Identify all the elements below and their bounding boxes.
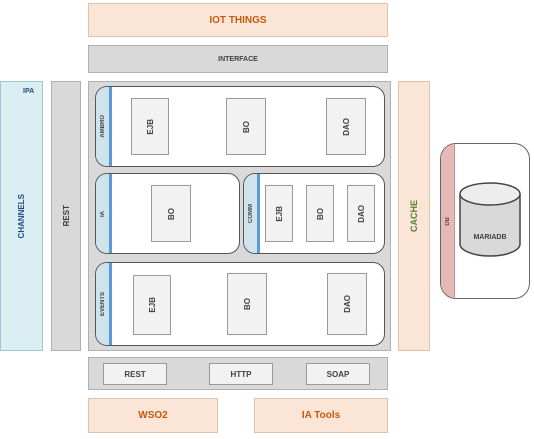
wso2-layer: WSO2 bbox=[88, 398, 218, 433]
ia-stripe bbox=[96, 174, 112, 253]
ambro-stripe bbox=[96, 87, 112, 166]
protocol-soap-box: SOAP bbox=[306, 363, 370, 385]
channels-column: IPA CHANNELS bbox=[0, 81, 43, 351]
ambro-ejb-label: EJB bbox=[145, 118, 155, 135]
channels-label: CHANNELS bbox=[17, 193, 26, 239]
protocol-layer: REST HTTP SOAP bbox=[88, 357, 388, 390]
protocol-http-label: HTTP bbox=[230, 369, 252, 379]
ia-label: IA bbox=[99, 210, 106, 217]
events-bo-label: BO bbox=[242, 298, 252, 310]
events-dao-label: DAO bbox=[342, 295, 352, 313]
interface-label: INTERFACE bbox=[218, 55, 258, 63]
comm-group: COMM EJB BO DAO bbox=[243, 173, 385, 254]
ia-group: IA BO bbox=[95, 173, 240, 254]
database-cylinder-icon bbox=[459, 182, 521, 257]
protocol-http-box: HTTP bbox=[209, 363, 273, 385]
comm-label: COMM bbox=[247, 204, 254, 223]
events-label: EVENTS bbox=[99, 291, 106, 316]
protocol-rest-label: REST bbox=[124, 369, 146, 379]
events-group: EVENTS EJB BO DAO bbox=[95, 262, 385, 346]
ipa-label: IPA bbox=[23, 88, 35, 95]
ia-bo-box: BO bbox=[151, 185, 191, 242]
events-dao-box: DAO bbox=[327, 273, 367, 335]
rest-column-label: REST bbox=[61, 205, 71, 227]
events-ejb-label: EJB bbox=[147, 297, 157, 313]
events-stripe bbox=[96, 263, 112, 345]
comm-bo-box: BO bbox=[306, 185, 334, 242]
comm-stripe bbox=[244, 174, 260, 253]
cache-label: CACHE bbox=[409, 199, 419, 232]
ambro-dao-label: DAO bbox=[341, 117, 351, 136]
ia-tools-layer: IA Tools bbox=[254, 398, 388, 433]
wso2-label: WSO2 bbox=[138, 410, 168, 421]
comm-dao-label: DAO bbox=[356, 204, 366, 223]
ambro-label: AMBRO bbox=[99, 115, 106, 138]
ambro-group: AMBRO EJB BO DAO bbox=[95, 86, 385, 167]
comm-ejb-box: EJB bbox=[265, 185, 293, 242]
iot-things-label: IOT THINGS bbox=[209, 14, 267, 26]
rest-column: REST bbox=[51, 81, 81, 351]
mariadb-label: MARIADB bbox=[473, 233, 507, 241]
ia-tools-label: IA Tools bbox=[301, 410, 341, 421]
ambro-dao-box: DAO bbox=[326, 98, 366, 155]
events-bo-box: BO bbox=[227, 273, 267, 335]
comm-ejb-label: EJB bbox=[274, 205, 284, 222]
db-label: DB bbox=[445, 216, 451, 226]
db-stripe bbox=[441, 144, 455, 298]
ia-bo-label: BO bbox=[166, 207, 176, 220]
comm-bo-label: BO bbox=[315, 207, 325, 220]
ambro-ejb-box: EJB bbox=[131, 98, 169, 155]
protocol-rest-box: REST bbox=[103, 363, 167, 385]
interface-layer: INTERFACE bbox=[88, 45, 388, 73]
events-ejb-box: EJB bbox=[133, 275, 171, 335]
ambro-bo-label: BO bbox=[241, 120, 251, 133]
cache-column: CACHE bbox=[398, 81, 430, 351]
iot-things-layer: IOT THINGS bbox=[88, 3, 388, 37]
db-group: DB MARIADB bbox=[440, 143, 530, 299]
comm-dao-box: DAO bbox=[347, 185, 375, 242]
protocol-soap-label: SOAP bbox=[326, 369, 350, 379]
ambro-bo-box: BO bbox=[226, 98, 266, 155]
